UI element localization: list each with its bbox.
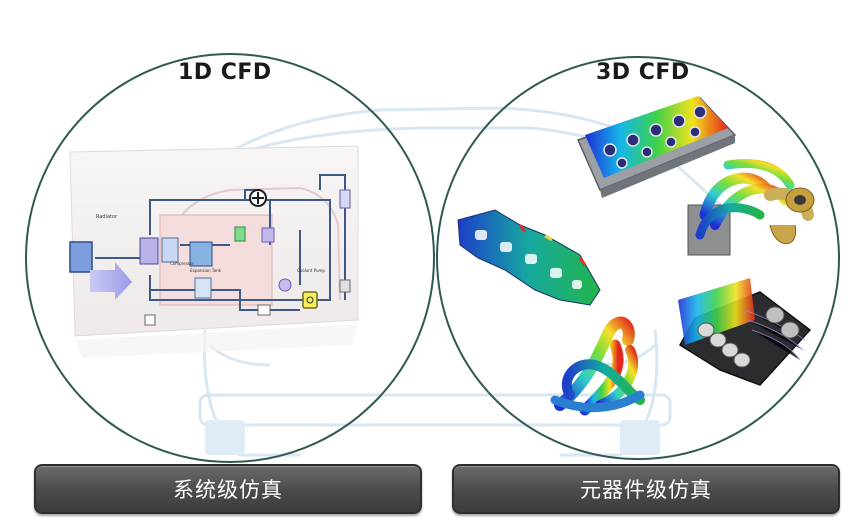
left-caption: 系统级仿真 (34, 464, 422, 514)
right-circle (436, 56, 840, 460)
right-title: 3D CFD (596, 60, 690, 85)
left-circle (25, 53, 435, 463)
expansion-tank-label: Expansion Tank (190, 268, 222, 273)
system-diagram (69, 145, 359, 358)
battery-pack-flow (678, 278, 812, 386)
radiator-label: Radiator (96, 214, 118, 220)
left-title: 1D CFD (178, 60, 272, 85)
exhaust-header-contour (550, 316, 645, 416)
cylinder-head-contour (576, 96, 737, 198)
coolant-pump-label: Coolant Pump (297, 268, 325, 273)
cooling-jacket-contour (457, 209, 601, 306)
exhaust-manifold-with-turbo (687, 159, 815, 256)
compressor-label: Compressor (170, 261, 194, 266)
right-caption: 元器件级仿真 (452, 464, 840, 514)
